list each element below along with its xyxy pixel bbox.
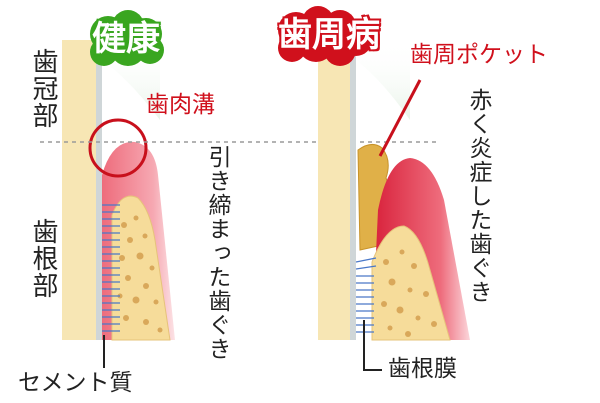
healthy-gum-label: 引き締まった歯ぐき — [204, 145, 230, 361]
healthy-bone-texture — [117, 215, 163, 333]
cementum-label: セメント質 — [18, 370, 133, 396]
disease-badge: 歯周病 — [278, 15, 380, 55]
ligament-leader-line — [363, 320, 382, 371]
healthy-badge-bg — [90, 10, 164, 66]
healthy-tooth-root-edge — [96, 40, 102, 340]
disease-tooth-group — [318, 40, 470, 371]
pocket-leader-line — [378, 79, 422, 157]
disease-tooth-root — [318, 40, 352, 340]
ligament-label: 歯根膜 — [388, 356, 457, 382]
healthy-tooth-root — [62, 40, 98, 340]
disease-tooth-root-edge — [350, 40, 356, 340]
healthy-ligament — [102, 204, 120, 332]
disease-enamel — [356, 40, 410, 120]
sulcus-label: 歯肉溝 — [146, 92, 215, 118]
disease-badge-bg — [278, 6, 372, 66]
disease-bone — [371, 225, 451, 341]
pocket-label: 歯周ポケット — [410, 42, 548, 68]
sulcus-highlight-circle — [88, 118, 148, 178]
disease-gum-label: 赤く炎症した歯ぐき — [465, 88, 491, 304]
crown-label: 歯冠部 — [28, 48, 58, 129]
healthy-badge: 健康 — [92, 19, 160, 59]
disease-bone-texture — [381, 249, 437, 337]
healthy-tooth-group — [62, 40, 175, 368]
root-label: 歯根部 — [28, 218, 58, 299]
